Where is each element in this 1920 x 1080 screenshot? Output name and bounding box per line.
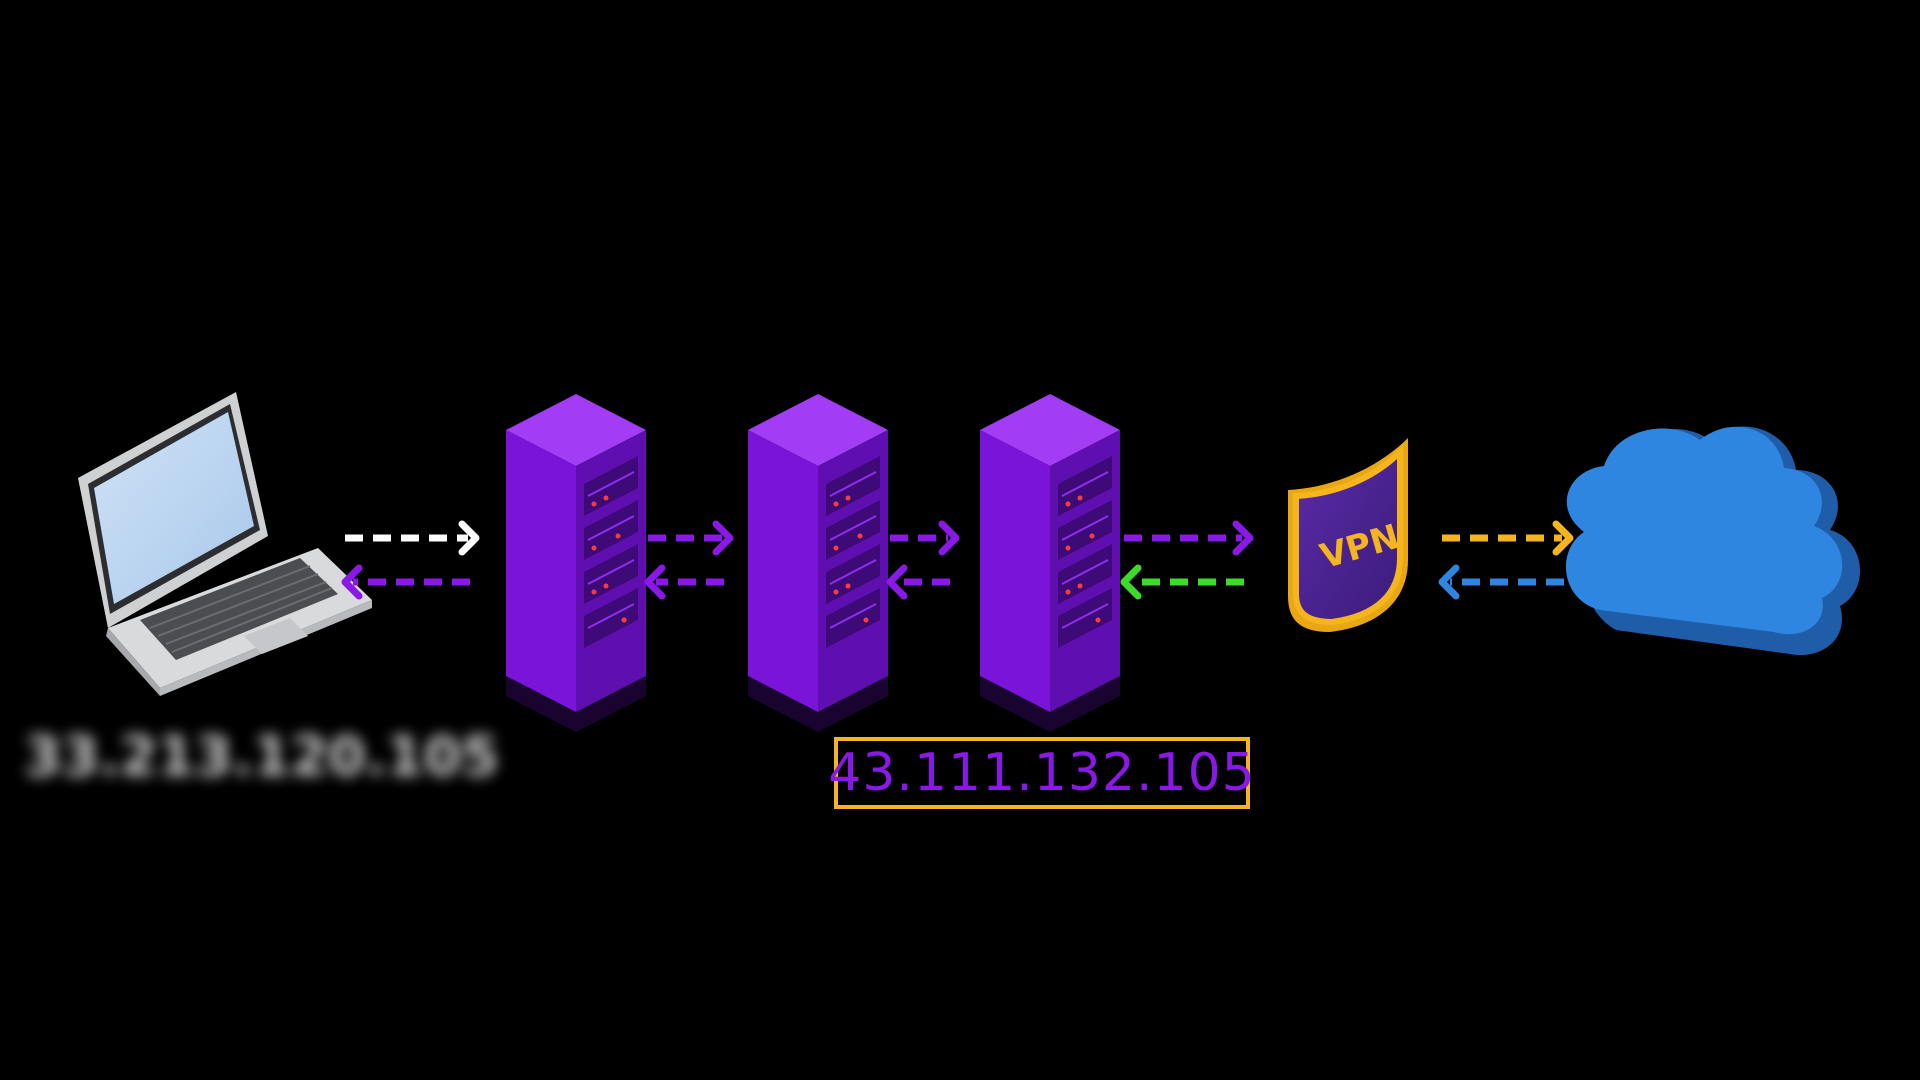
arrowhead-server-2-to-server-1 — [644, 564, 666, 600]
arrowhead-server-3-to-server-2 — [886, 564, 908, 600]
source-ip-blurred: 33.213.120.105 — [24, 725, 499, 788]
arrowhead-server-3-to-vpn — [1232, 520, 1254, 556]
arrowhead-server-1-to-laptop — [341, 564, 363, 600]
ip-address-text: 43.111.132.105 — [828, 743, 1256, 803]
connection-arrows — [341, 520, 1574, 600]
vpn-shield-icon: VPN — [1288, 438, 1408, 632]
arrowhead-server-2-to-server-3 — [938, 520, 960, 556]
server-rack-icon — [747, 393, 889, 733]
server-rack-icon — [505, 393, 647, 733]
arrowhead-cloud-to-vpn — [1438, 564, 1460, 600]
server-rack-icon — [979, 393, 1121, 733]
laptop-icon — [78, 392, 372, 696]
arrowhead-vpn-to-cloud — [1552, 520, 1574, 556]
ip-address-box: 43.111.132.105 — [828, 737, 1255, 809]
arrowhead-laptop-to-server-1 — [458, 520, 480, 556]
arrowhead-server-1-to-server-2 — [712, 520, 734, 556]
cloud-icon — [1565, 426, 1861, 656]
arrowhead-vpn-to-server-3 — [1120, 564, 1142, 600]
